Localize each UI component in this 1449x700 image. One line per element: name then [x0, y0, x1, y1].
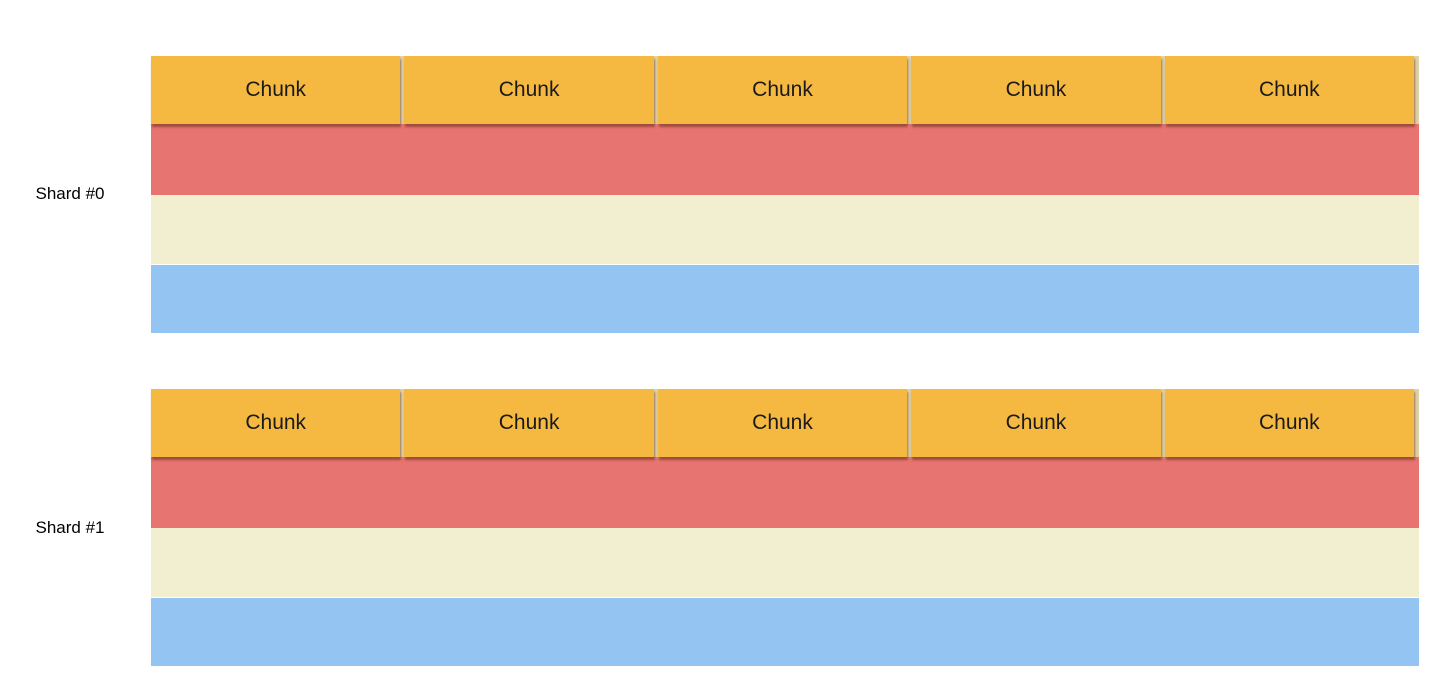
- shard-1-block: Chunk Chunk Chunk Chunk Chunk: [151, 389, 1419, 666]
- chunk-box: Chunk: [404, 56, 654, 124]
- chunk-box: Chunk: [151, 56, 401, 124]
- chunk-box: Chunk: [657, 389, 908, 457]
- chunk-box: Chunk: [911, 389, 1161, 457]
- chunk-box: Chunk: [1164, 56, 1415, 124]
- blue-band: [151, 598, 1419, 666]
- shard-0-block: Chunk Chunk Chunk Chunk Chunk: [151, 56, 1419, 333]
- salmon-band: [151, 124, 1419, 195]
- chunk-box: Chunk: [404, 389, 654, 457]
- shard-0-label: Shard #0: [35, 184, 105, 203]
- salmon-band: [151, 457, 1419, 528]
- chunk-row: Chunk Chunk Chunk Chunk Chunk: [151, 56, 1419, 124]
- chunk-box: Chunk: [911, 56, 1161, 124]
- cream-band: [151, 195, 1419, 264]
- chunk-box: Chunk: [657, 56, 908, 124]
- chunk-box: Chunk: [1164, 389, 1415, 457]
- shard-1-label: Shard #1: [35, 518, 105, 537]
- chunk-box: Chunk: [151, 389, 401, 457]
- cream-band: [151, 528, 1419, 597]
- chunk-row: Chunk Chunk Chunk Chunk Chunk: [151, 389, 1419, 457]
- blue-band: [151, 265, 1419, 333]
